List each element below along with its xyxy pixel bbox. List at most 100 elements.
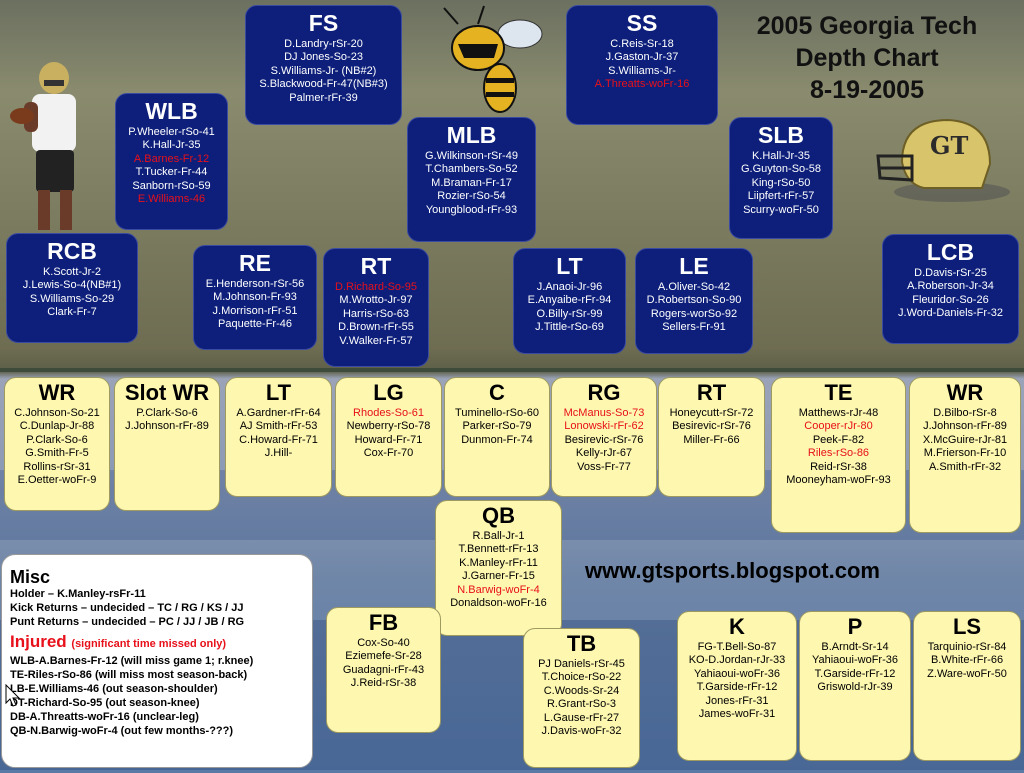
position-title: WR [38, 380, 76, 405]
player-entry: Tuminello-rSo-60 [455, 407, 539, 419]
misc-panel: Misc Holder – K.Manley-rsFr-11 Kick Retu… [1, 554, 313, 768]
player-entry-injured: Rhodes-So-61 [353, 407, 424, 419]
page-title: 2005 Georgia Tech Depth Chart 8-19-2005 [752, 10, 982, 106]
position-title: LT [556, 253, 583, 279]
position-box-qb: QB R.Ball-Jr-1 T.Bennett-rFr-13 K.Manley… [435, 500, 562, 636]
misc-line: Holder – K.Manley-rsFr-11 [10, 588, 146, 600]
player-entry: D.Robertson-So-90 [646, 294, 742, 307]
player-list: P.Wheeler-rSo-41 K.Hall-Jr-35 A.Barnes-F… [116, 126, 227, 206]
injured-entry: LB-E.Williams-46 (out season-shoulder) [10, 683, 218, 695]
mouse-cursor-icon [5, 684, 21, 707]
position-title: LCB [926, 239, 975, 265]
player-list: D.Bilbo-rSr-8 J.Johnson-rFr-89 X.McGuire… [910, 407, 1020, 474]
player-entry: Rollins-rSr-31 [23, 460, 91, 473]
position-title: P [847, 614, 863, 639]
position-box-wlb: WLB P.Wheeler-rSo-41 K.Hall-Jr-35 A.Barn… [115, 93, 228, 230]
player-entry: Liipfert-rFr-57 [747, 190, 815, 203]
player-entry: P.Clark-So-6 [136, 407, 198, 419]
position-box-tb: TB PJ Daniels-rSr-45 T.Choice-rSo-22 C.W… [523, 628, 640, 768]
player-entry: G.Smith-Fr-5 [25, 447, 89, 460]
website-url: www.gtsports.blogspot.com [585, 558, 880, 583]
position-title: MLB [446, 122, 497, 148]
player-list: Tuminello-rSo-60 Parker-rSo-79 Dunmon-Fr… [445, 407, 549, 447]
player-entry: R.Ball-Jr-1 [472, 530, 525, 542]
player-entry: S.Williams-Jr- (NB#2) [270, 64, 377, 77]
player-entry: King-rSo-50 [751, 176, 811, 189]
player-entry: Matthews-rJr-48 [798, 407, 879, 419]
player-entry: James-woFr-31 [698, 708, 776, 721]
player-entry: O.Billy-rSr-99 [536, 307, 603, 320]
player-entry: X.McGuire-rJr-81 [922, 433, 1008, 446]
player-entry: D.Davis-rSr-25 [914, 267, 987, 279]
position-box-slot-wr: Slot WR P.Clark-So-6 J.Johnson-rFr-89 [114, 377, 220, 511]
player-entry: A.Smith-rFr-32 [928, 460, 1002, 473]
player-entry-injured: E.Williams-46 [137, 193, 206, 206]
player-entry: S.Williams-Jr- [608, 64, 676, 77]
player-entry: J.Garner-Fr-15 [462, 570, 535, 583]
player-entry: Scurry-woFr-50 [743, 203, 819, 216]
position-title: FB [368, 610, 399, 635]
player-entry: G.Guyton-So-58 [740, 163, 822, 176]
gt-helmet-logo: GT [876, 118, 1010, 202]
position-box-c: C Tuminello-rSo-60 Parker-rSo-79 Dunmon-… [444, 377, 550, 497]
position-box-lt-defense: LT J.Anaoi-Jr-96 E.Anyaibe-rFr-94 O.Bill… [513, 248, 626, 354]
position-box-ls: LS Tarquinio-rSr-84 B.White-rFr-66 Z.War… [913, 611, 1021, 761]
player-list: Matthews-rJr-48 Cooper-rJr-80 Peek-F-82 … [772, 407, 905, 487]
player-entry: T.Garside-rFr-12 [696, 681, 778, 694]
player-entry: J.Anaoi-Jr-96 [536, 281, 603, 293]
player-entry: J.Johnson-rFr-89 [923, 420, 1007, 433]
player-entry: Reid-rSr-38 [810, 460, 867, 473]
player-entry: Eziemefe-Sr-28 [345, 650, 422, 663]
position-title: WLB [145, 98, 198, 124]
player-entry: Yahiaoui-woFr-36 [811, 654, 898, 667]
player-entry: AJ Smith-rFr-53 [239, 420, 318, 433]
player-entry: J.Davis-woFr-32 [541, 725, 622, 738]
player-entry-injured: Riles-rSo-86 [807, 447, 870, 460]
player-entry: Rogers-worSo-92 [650, 307, 738, 320]
player-entry: Donaldson-woFr-16 [450, 597, 547, 610]
misc-line: Kick Returns – undecided – TC / RG / KS … [10, 602, 244, 614]
player-list: A.Oliver-So-42 D.Robertson-So-90 Rogers-… [636, 281, 752, 335]
player-entry: G.Wilkinson-rSr-49 [425, 150, 518, 162]
player-entry: Dunmon-Fr-74 [461, 433, 533, 446]
player-list: Tarquinio-rSr-84 B.White-rFr-66 Z.Ware-w… [914, 641, 1020, 681]
player-list: K.Hall-Jr-35 G.Guyton-So-58 King-rSo-50 … [730, 150, 832, 217]
player-entry: Yahiaoui-woFr-36 [693, 667, 780, 680]
player-entry: Sanborn-rSo-59 [132, 179, 211, 192]
position-title: TB [566, 631, 597, 656]
player-entry: C.Johnson-So-21 [14, 407, 100, 419]
position-title: LG [373, 380, 404, 405]
player-entry: FG-T.Bell-So-87 [697, 641, 777, 653]
position-box-rcb: RCB K.Scott-Jr-2 J.Lewis-So-4(NB#1) S.Wi… [6, 233, 138, 343]
player-entry: T.Tucker-Fr-44 [135, 166, 208, 179]
player-entry: J.Word-Daniels-Fr-32 [898, 307, 1003, 320]
player-entry: C.Howard-Fr-71 [239, 433, 318, 446]
position-title: QB [482, 503, 515, 528]
player-entry: Kelly-rJr-67 [575, 447, 633, 460]
player-entry: K.Hall-Jr-35 [751, 150, 811, 162]
player-entry: J.Tittle-rSo-69 [535, 321, 604, 334]
position-box-rg: RG McManus-So-73 Lonowski-rFr-62 Besirev… [551, 377, 657, 497]
player-entry: Rozier-rSo-54 [437, 190, 506, 203]
player-entry: C.Woods-Sr-24 [543, 684, 620, 697]
player-entry: Sellers-Fr-91 [662, 321, 726, 334]
position-box-rt-defense: RT D.Richard-So-95 M.Wrotto-Jr-97 Harris… [323, 248, 429, 367]
helmet-logo-lettering: GT [930, 131, 968, 160]
player-entry: Miller-Fr-66 [683, 433, 740, 446]
player-entry: C.Reis-Sr-18 [610, 38, 674, 50]
position-title: SLB [758, 122, 804, 148]
position-box-p: P B.Arndt-Sr-14 Yahiaoui-woFr-36 T.Garsi… [799, 611, 911, 761]
injured-entry: TE-Riles-rSo-86 (will miss most season-b… [10, 669, 248, 681]
position-box-rt-offense: RT Honeycutt-rSr-72 Besirevic-rSr-76 Mil… [658, 377, 765, 497]
position-title: RCB [47, 238, 97, 264]
position-box-ss: SS C.Reis-Sr-18 J.Gaston-Jr-37 S.William… [566, 5, 718, 125]
player-entry: K.Hall-Jr-35 [142, 139, 201, 152]
injured-entry: DT-Richard-So-95 (out season-knee) [10, 697, 200, 709]
injured-heading: Injured (significant time missed only) [10, 632, 312, 654]
player-list: E.Henderson-rSr-56 M.Johnson-Fr-93 J.Mor… [194, 278, 316, 332]
player-entry: Besirevic-rSr-76 [672, 420, 751, 433]
player-list: C.Reis-Sr-18 J.Gaston-Jr-37 S.Williams-J… [567, 38, 717, 92]
position-box-wr-right: WR D.Bilbo-rSr-8 J.Johnson-rFr-89 X.McGu… [909, 377, 1021, 533]
position-title: RT [696, 380, 727, 405]
player-list: K.Scott-Jr-2 J.Lewis-So-4(NB#1) S.Willia… [7, 266, 137, 320]
